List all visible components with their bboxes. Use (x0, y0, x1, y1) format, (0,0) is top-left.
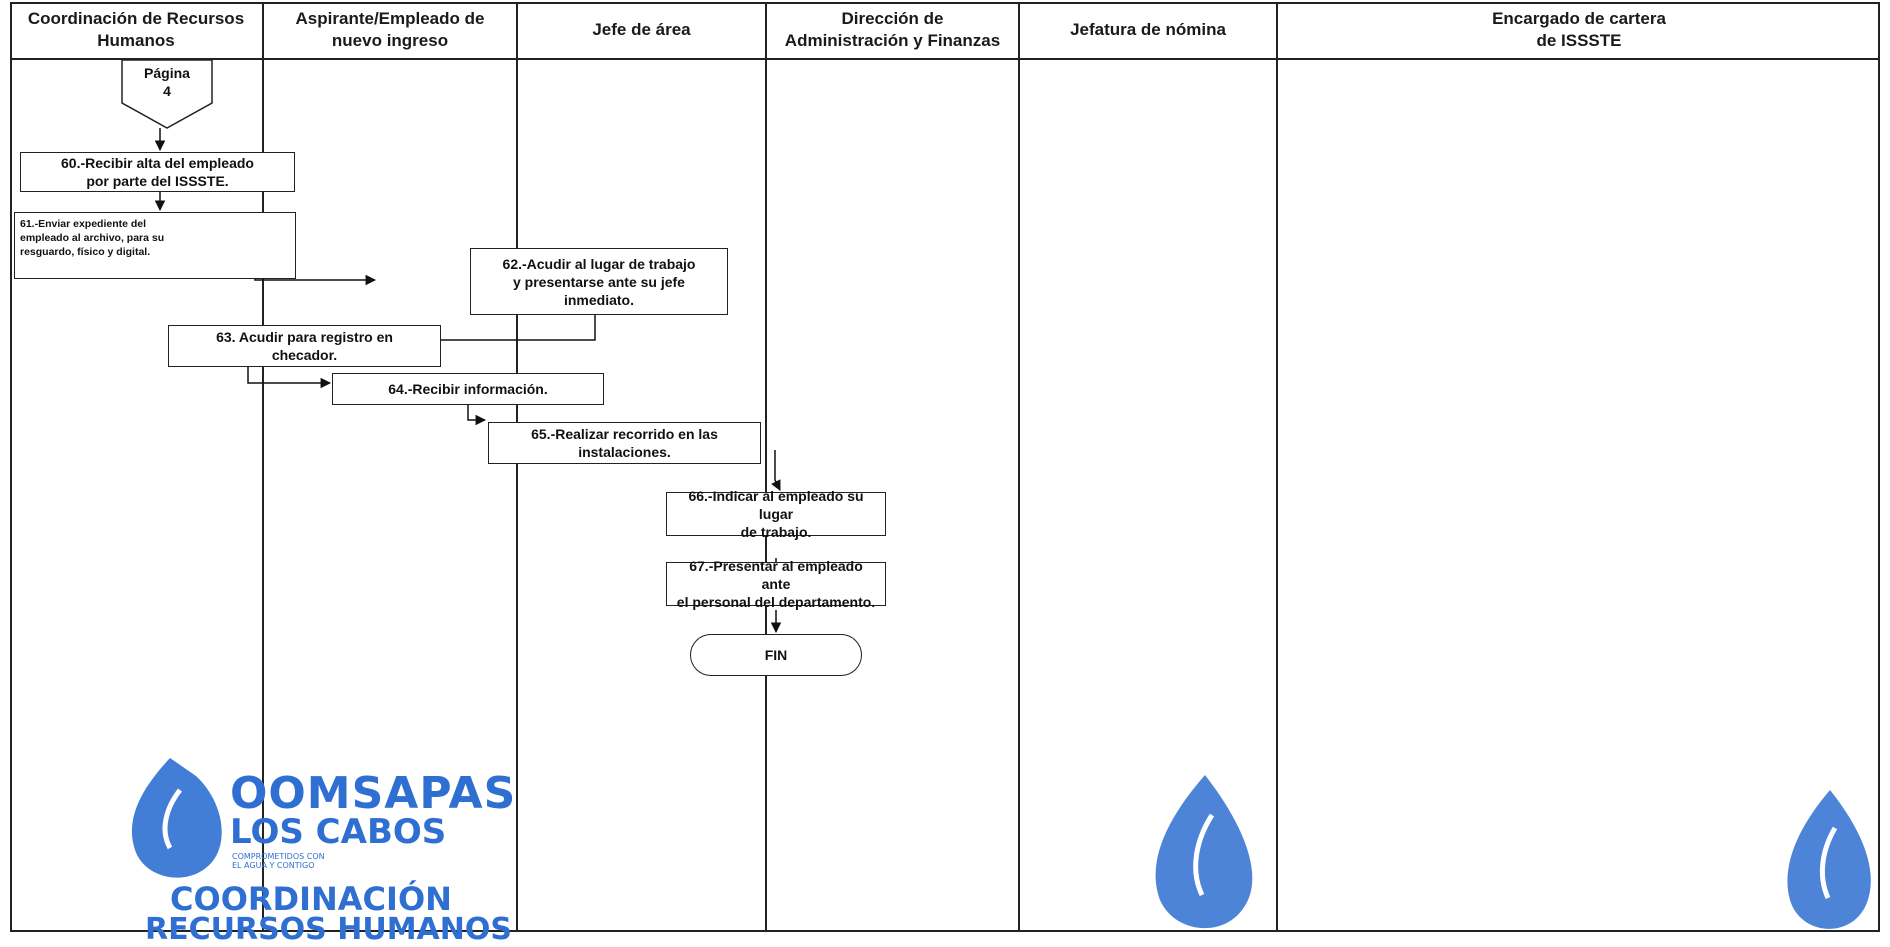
step-62-box: 62.-Acudir al lugar de trabajo y present… (470, 248, 728, 315)
lane-header-direccion: Dirección de Administración y Finanzas (784, 9, 1001, 50)
logo-tagline: COMPROMETIDOS CON EL AGUA Y CONTIGO (232, 852, 325, 870)
step-66-box: 66.-Indicar al empleado su lugar de trab… (666, 488, 886, 540)
lane-header-rrhh: Coordinación de Recursos Humanos (27, 9, 245, 50)
lane-divider (1276, 2, 1278, 932)
lane-divider (1018, 2, 1020, 932)
end-terminator: FIN (690, 634, 862, 676)
lane-header-aspirante: Aspirante/Empleado de nuevo ingreso (295, 9, 485, 50)
logo-subname: LOS CABOS (230, 812, 447, 852)
lane-divider (262, 2, 264, 932)
lane-header-nomina: Jefatura de nómina (1070, 20, 1226, 39)
step-65-box: 65.-Realizar recorrido en las instalacio… (488, 422, 761, 464)
step-61-box: 61.-Enviar expediente del empleado al ar… (14, 212, 296, 279)
lane-divider (765, 2, 767, 932)
step-63-box: 63. Acudir para registro en checador. (168, 325, 441, 367)
lane-header-issste: Encargado de cartera de ISSSTE (1492, 9, 1666, 50)
step-67-box: 67.-Presentar al empleado ante el person… (666, 558, 886, 610)
flowchart-frame (10, 2, 1880, 932)
logo-name: OOMSAPAS (230, 768, 517, 819)
page-connector-label: Página 4 (144, 65, 190, 99)
step-64-box: 64.-Recibir información. (332, 373, 604, 405)
lane-divider (516, 2, 518, 932)
header-divider (10, 58, 1880, 60)
step-60-box: 60.-Recibir alta del empleado por parte … (20, 152, 295, 192)
lane-header-jefe-area: Jefe de área (592, 20, 691, 39)
logo-department-line1: COORDINACIÓN (170, 880, 452, 918)
logo-department-line2: RECURSOS HUMANOS (145, 912, 512, 947)
